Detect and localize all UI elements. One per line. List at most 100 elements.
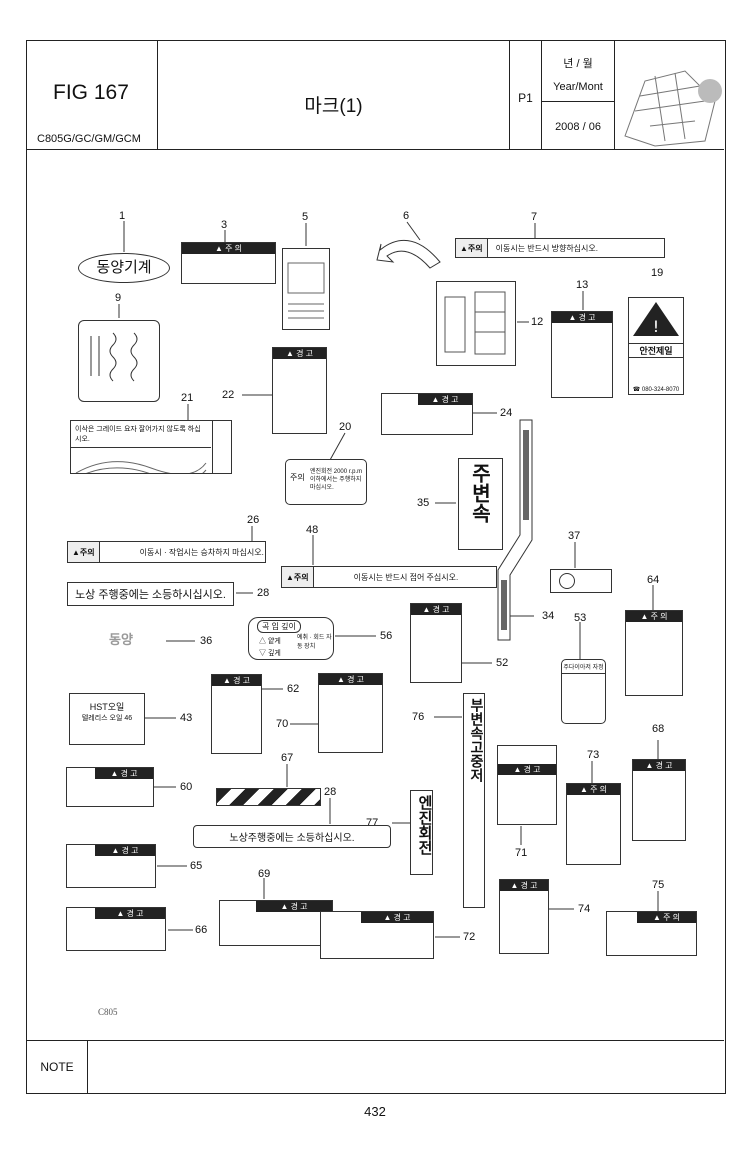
callout-67: 67 <box>281 752 294 764</box>
callout-7: 7 <box>531 211 538 223</box>
decal-75: ▲ 주 의 <box>606 911 697 956</box>
decal-77: 엔진회전 <box>410 790 433 875</box>
decal-67-hazard-stripe <box>216 788 321 806</box>
decal-71: ▲ 경 고 <box>497 745 557 825</box>
decal-53: 주다이아저 자정 <box>561 659 606 724</box>
callout-69: 69 <box>258 868 271 880</box>
page-title: 마크(1) <box>304 96 363 117</box>
decal-48: ▲주의 이동시는 반드시 접어 주십시오. <box>281 566 497 588</box>
callout-66: 66 <box>195 924 208 936</box>
note-row: NOTE <box>27 1040 724 1093</box>
model-code: C805G/GC/GM/GCM <box>37 133 141 145</box>
hydraulic-pattern-icon <box>90 332 138 382</box>
decal-21: 이삭은 그레이드 요자 잘어가지 않도록 하십시오. <box>70 420 232 474</box>
decal-60: ▲ 경 고 <box>66 767 154 807</box>
year-month-en: Year/Mont <box>553 81 603 93</box>
callout-5: 5 <box>302 211 309 223</box>
decal-20: 주의 엔진회전 2000 r.p.m이하에서는 주행하지 마십시오. <box>285 459 367 505</box>
callout-71: 71 <box>515 847 528 859</box>
fig-cell: FIG 167 C805G/GC/GM/GCM <box>27 41 158 149</box>
callout-73: 73 <box>587 749 600 761</box>
callout-60: 60 <box>180 781 193 793</box>
decal-68: ▲ 경 고 <box>632 759 686 841</box>
callout-13: 13 <box>576 279 589 291</box>
decal-12-lever-pattern <box>436 281 516 366</box>
page-code-cell: P1 <box>510 41 542 149</box>
callout-75: 75 <box>652 879 665 891</box>
callout-68: 68 <box>652 723 665 735</box>
callout-1: 1 <box>119 210 126 222</box>
warning-triangle-icon: ! <box>633 302 679 336</box>
decal-64: ▲ 주 의 <box>625 610 683 696</box>
callout-53: 53 <box>574 612 587 624</box>
decal-22: ▲ 경 고 <box>272 347 327 434</box>
callout-3: 3 <box>221 219 228 231</box>
callout-43: 43 <box>180 712 193 724</box>
callout-62: 62 <box>287 683 300 695</box>
callout-36: 36 <box>200 635 213 647</box>
title-block: FIG 167 C805G/GC/GM/GCM 마크(1) P1 년 / 월 Y… <box>27 41 724 150</box>
decal-1-logo: 동양기계 <box>78 253 170 283</box>
callout-48: 48 <box>306 524 319 536</box>
combine-harvester-icon <box>624 70 722 147</box>
callout-20: 20 <box>339 421 352 433</box>
decal-73: ▲ 주 의 <box>566 783 621 865</box>
title-cell: 마크(1) <box>158 41 510 149</box>
grain-pattern-icon <box>75 461 207 473</box>
decal-5 <box>282 248 330 330</box>
decal-26: ▲주의 이동시 · 작업시는 승차하지 마십시오. <box>67 541 266 563</box>
decal-70: ▲ 경 고 <box>318 673 383 753</box>
decal-56: 곡 입 깊이 △ 얕게 ▽ 깊게 예취 · 회드 자동 장치 <box>248 617 334 660</box>
decal-9 <box>78 320 160 402</box>
decal-52: ▲ 경 고 <box>410 603 462 683</box>
callout-24: 24 <box>500 407 513 419</box>
decal-24: ▲ 경 고 <box>381 393 473 435</box>
decal-28a: 노상 주행중에는 소등하시십시오. <box>67 582 234 606</box>
decal-36-logo: 동양 <box>109 632 133 647</box>
date-value: 2008 / 06 <box>555 121 601 133</box>
callout-21: 21 <box>181 392 194 404</box>
callout-37: 37 <box>568 530 581 542</box>
callout-19: 19 <box>651 267 664 279</box>
callout-6: 6 <box>403 210 410 222</box>
decal-72: ▲ 경 고 <box>320 911 434 959</box>
callout-28a: 28 <box>257 587 270 599</box>
fig-number: FIG 167 <box>53 81 129 104</box>
decal-69: ▲ 경 고 <box>219 900 333 946</box>
decal-28b: 노상주행중에는 소등하십시오. <box>193 825 391 848</box>
lever-pattern-icon <box>444 291 506 355</box>
decal-66: ▲ 경 고 <box>66 907 166 951</box>
callout-52: 52 <box>496 657 509 669</box>
callout-56: 56 <box>380 630 393 642</box>
decal-6-arrow-icon <box>376 240 441 269</box>
drawing-code: C805 <box>98 1007 118 1017</box>
callout-72: 72 <box>463 931 476 943</box>
decal-37 <box>550 569 612 593</box>
year-month-ko: 년 / 월 <box>563 58 593 70</box>
callout-70: 70 <box>276 718 289 730</box>
callout-22: 22 <box>222 389 235 401</box>
callout-35: 35 <box>417 497 430 509</box>
svg-text:!: ! <box>653 317 659 336</box>
callout-74: 74 <box>578 903 591 915</box>
diagram-icon <box>287 262 325 319</box>
callout-28b: 28 <box>324 786 337 798</box>
decal-76: 부변속고중저 <box>463 693 485 908</box>
note-label: NOTE <box>27 1041 88 1093</box>
decal-19-safety-first: ! 안전제일 ☎ 080-324-8070 <box>628 297 684 395</box>
decal-65: ▲ 경 고 <box>66 844 156 888</box>
decal-43: HST오일 텔레리스 오일 46 <box>69 693 145 745</box>
callout-12: 12 <box>531 316 544 328</box>
page-code: P1 <box>518 91 533 105</box>
callout-34: 34 <box>542 610 555 622</box>
decal-62: ▲ 경 고 <box>211 674 262 754</box>
callout-64: 64 <box>647 574 660 586</box>
callout-9: 9 <box>115 292 122 304</box>
machine-illustration <box>615 41 724 149</box>
decal-7: ▲주의 이동시는 반드시 방향하십시오. <box>455 238 665 258</box>
callout-65: 65 <box>190 860 203 872</box>
decal-13: ▲ 경 고 <box>551 311 613 398</box>
drawing-frame: FIG 167 C805G/GC/GM/GCM 마크(1) P1 년 / 월 Y… <box>26 40 726 1094</box>
date-cell: 년 / 월 Year/Mont 2008 / 06 <box>542 41 615 149</box>
